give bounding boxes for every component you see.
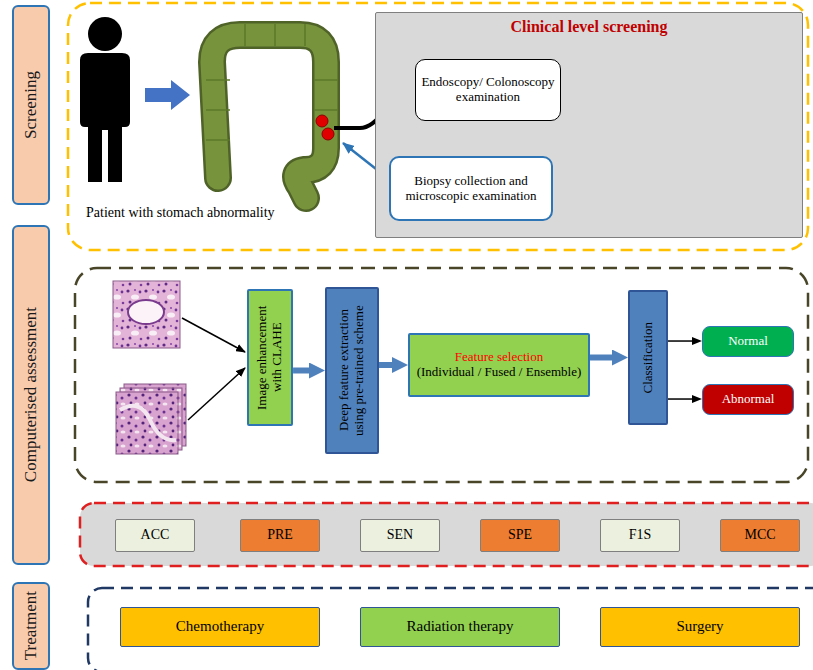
node-label: Deep feature extraction using pre-traine… <box>337 295 367 446</box>
node-label: Image enhancement with CLAHE <box>255 297 285 418</box>
process-box: Image enhancement with CLAHE <box>247 289 293 426</box>
flow-arrow <box>379 362 393 368</box>
screening-panel: Clinical level screeningEndoscopy/ Colon… <box>375 12 803 238</box>
metric-box: F1S <box>600 519 680 552</box>
metric-box: MCC <box>720 519 800 552</box>
node-label: Biopsy collection and microscopic examin… <box>395 174 547 204</box>
histology-image <box>113 281 180 348</box>
histology-gland <box>128 300 164 324</box>
colon-haustra <box>206 24 338 140</box>
block-arrow <box>145 80 190 110</box>
lesion-dot <box>316 115 328 127</box>
treatment-box: Radiation therapy <box>360 607 560 647</box>
flow-arrow <box>590 355 613 361</box>
node-label: Screening <box>21 71 41 139</box>
caption-label: Patient with stomach abnormality <box>86 205 326 222</box>
treatment-box: Chemotherapy <box>120 607 320 647</box>
metric-box: SEN <box>360 519 440 552</box>
screening-region <box>68 3 808 250</box>
histology-gland <box>120 406 176 440</box>
node-label: ACC <box>141 527 170 543</box>
illustration-part <box>88 17 122 51</box>
node-label: MCC <box>744 527 775 543</box>
node-label: Normal <box>728 334 768 349</box>
node-detail: (Individual / Fused / Ensemble) <box>417 365 582 380</box>
process-box: Classification <box>628 290 668 425</box>
section-label: Treatment <box>12 582 50 670</box>
node-label: Abnormal <box>722 392 775 407</box>
node-label: Computerised assessment <box>21 307 41 482</box>
metric-box: SPE <box>480 519 560 552</box>
section-label: Screening <box>12 5 50 205</box>
histology-image <box>116 392 178 454</box>
lesion-dot <box>322 128 334 140</box>
leader-arrow <box>188 368 245 420</box>
flow-arrow <box>293 368 310 374</box>
panel-heading: Clinical level screening <box>510 18 667 36</box>
result-box: Normal <box>702 326 794 357</box>
result-box: Abnormal <box>702 384 794 415</box>
node-label: Surgery <box>676 618 723 635</box>
patient-figure <box>80 17 130 182</box>
flow-arrow <box>668 340 693 342</box>
node-label: SPE <box>508 527 532 543</box>
node-label: Endoscopy/ Colonoscopy examination <box>420 75 556 105</box>
metric-box: PRE <box>240 519 320 552</box>
node-label: Treatment <box>21 591 41 660</box>
treatment-region <box>88 588 813 670</box>
process-box: Endoscopy/ Colonoscopy examination <box>415 59 561 121</box>
node-label: Feature selection <box>455 350 543 365</box>
node-label: PRE <box>267 527 293 543</box>
colon-outline <box>212 35 326 198</box>
colon <box>212 35 326 198</box>
process-box: Deep feature extraction using pre-traine… <box>325 287 379 454</box>
node-label: Chemotherapy <box>176 618 264 635</box>
node-label: F1S <box>629 527 652 543</box>
assessment-region <box>75 268 808 482</box>
treatment-box: Surgery <box>600 607 800 647</box>
node-label: Classification <box>641 322 656 394</box>
illustration-part <box>80 53 130 182</box>
section-label: Computerised assessment <box>12 225 50 565</box>
flow-arrow <box>668 398 693 400</box>
node-label: Radiation therapy <box>406 618 513 635</box>
leader-arrow <box>182 318 245 352</box>
process-box: Biopsy collection and microscopic examin… <box>389 156 553 221</box>
metrics-region <box>80 503 813 566</box>
process-box: Feature selection(Individual / Fused / E… <box>408 333 590 397</box>
node-label: SEN <box>387 527 413 543</box>
metric-box: ACC <box>115 519 195 552</box>
